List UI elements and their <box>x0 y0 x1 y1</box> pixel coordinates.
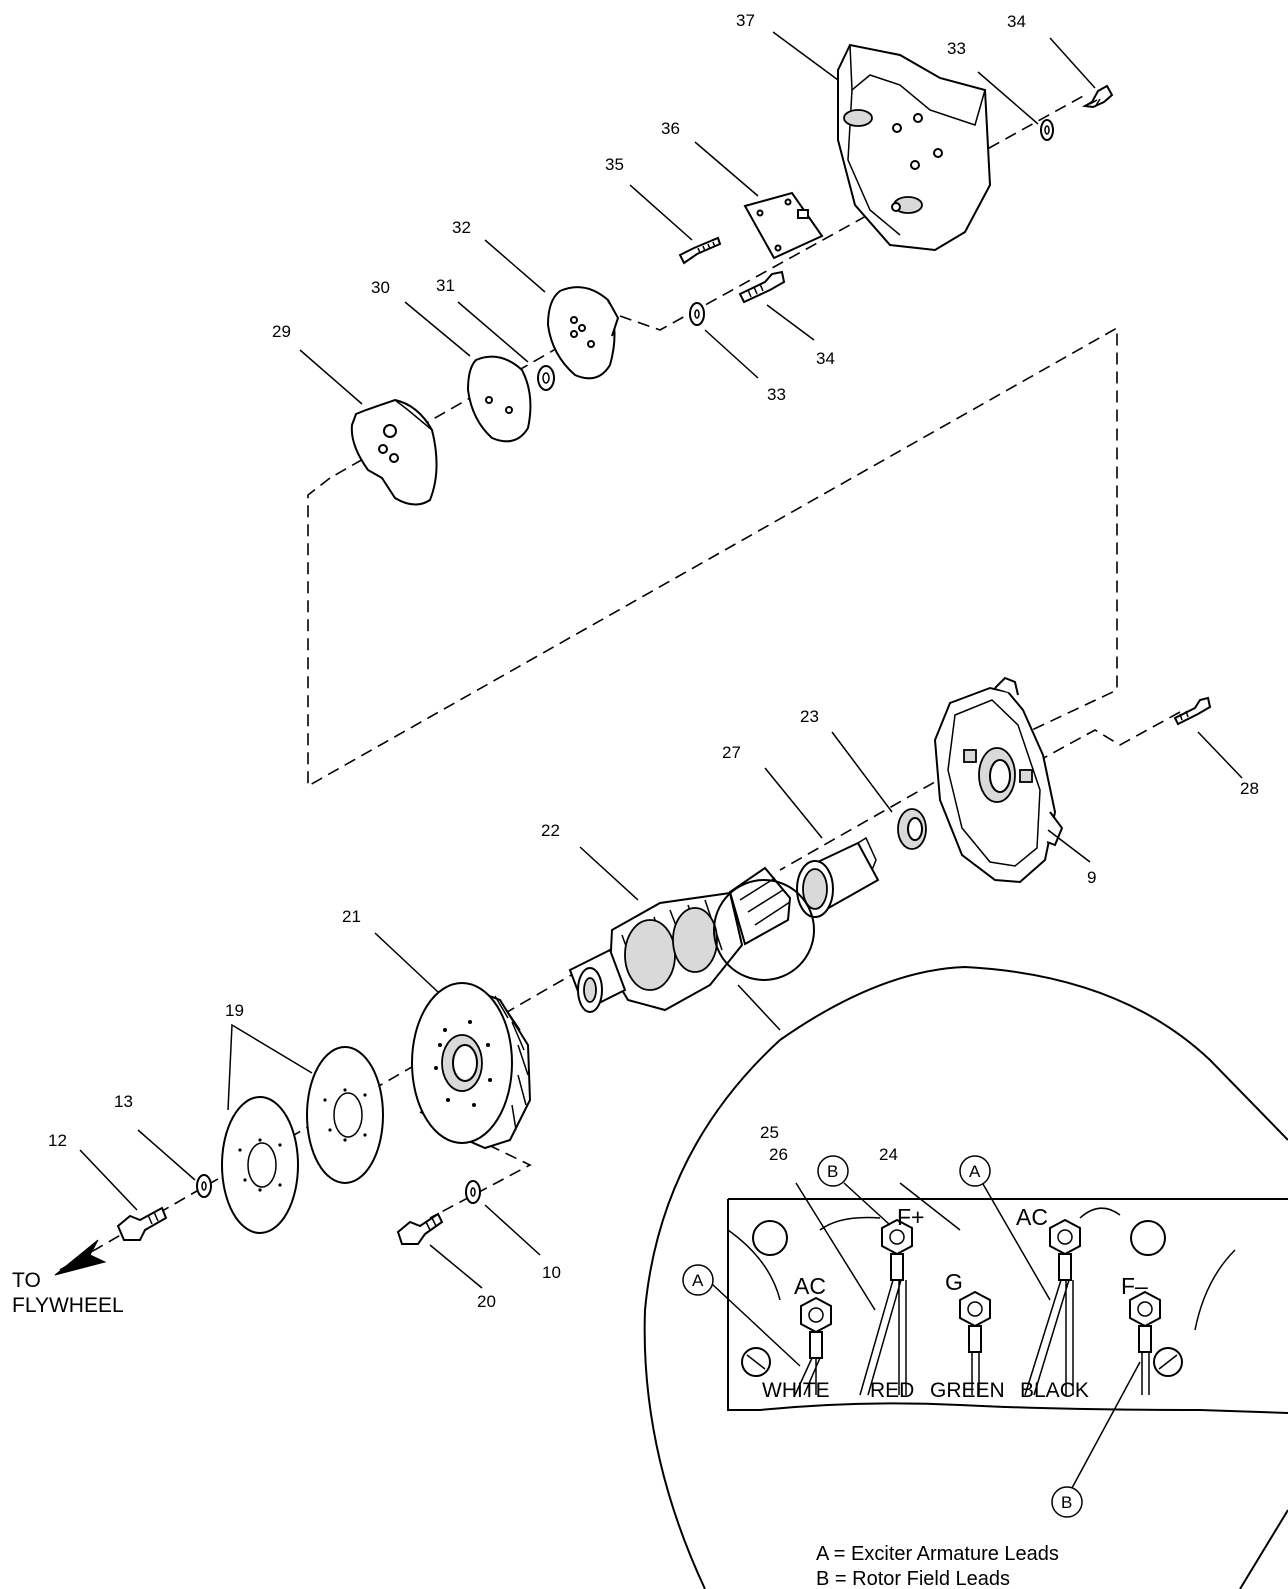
part-10-washer <box>465 1180 481 1204</box>
part-27-exciter-armature <box>796 836 880 918</box>
callout-23: 23 <box>800 707 819 726</box>
legend-a: A = Exciter Armature Leads <box>816 1543 1059 1565</box>
part-21-fan <box>411 982 532 1150</box>
callout-26: 26 <box>769 1145 788 1164</box>
part-32-disc <box>546 286 620 380</box>
wire-red: RED <box>870 1379 914 1402</box>
callout-12: 12 <box>48 1131 67 1150</box>
terminal-f-plus <box>859 1218 913 1396</box>
letter-a-top: A <box>969 1162 981 1181</box>
callout-numbers: 37 33 34 36 35 32 30 31 29 34 33 23 27 2… <box>48 11 1259 1311</box>
part-30-disc <box>466 355 532 443</box>
legend-b: B = Rotor Field Leads <box>816 1568 1010 1589</box>
part-37-end-cover <box>837 43 992 252</box>
callout-21: 21 <box>342 907 361 926</box>
label-ac-left: AC <box>794 1273 826 1299</box>
wire-green: GREEN <box>930 1379 1005 1402</box>
callout-37: 37 <box>736 11 755 30</box>
letter-circle-b-bottom <box>1051 1486 1083 1518</box>
letter-circle-a-top <box>959 1155 991 1187</box>
flywheel-arrow <box>54 1239 107 1276</box>
part-13-washer <box>196 1174 212 1198</box>
callout-22: 22 <box>541 821 560 840</box>
part-9-end-bracket <box>933 676 1064 884</box>
callout-25: 25 <box>760 1123 779 1142</box>
letter-b-top: B <box>827 1162 838 1181</box>
callout-34-mid: 34 <box>816 349 835 368</box>
callout-31: 31 <box>436 276 455 295</box>
detail-labels: AC F+ G AC F– WHITE RED GREEN BLACK A B … <box>692 1162 1148 1589</box>
terminal-f-minus <box>1129 1290 1161 1395</box>
callout-30: 30 <box>371 278 390 297</box>
callout-29: 29 <box>272 322 291 341</box>
terminal-ac-left <box>794 1296 832 1396</box>
part-20-screw <box>396 1212 444 1245</box>
callout-34-top: 34 <box>1007 12 1026 31</box>
part-28-screw <box>1173 696 1212 726</box>
callout-13: 13 <box>114 1092 133 1111</box>
part-19-drive-discs <box>221 1046 384 1234</box>
callout-24: 24 <box>879 1145 898 1164</box>
callout-10: 10 <box>542 1263 561 1282</box>
callout-27: 27 <box>722 743 741 762</box>
terminal-g <box>959 1290 991 1395</box>
callout-28: 28 <box>1240 779 1259 798</box>
part-23-bearing <box>897 808 927 850</box>
direction-label-flywheel: FLYWHEEL <box>12 1294 124 1317</box>
callout-leaders <box>79 31 1243 1289</box>
terminal-board <box>727 1198 1288 1414</box>
part-33-washer-top <box>1040 119 1054 141</box>
part-31-washer <box>537 365 555 391</box>
part-35-screw <box>678 236 722 265</box>
callout-36: 36 <box>661 119 680 138</box>
label-ac-right: AC <box>1016 1204 1048 1230</box>
label-g: G <box>945 1269 963 1295</box>
direction-label-to: TO <box>12 1269 41 1292</box>
part-33-washer-mid <box>689 302 705 326</box>
letter-circle-b-top <box>817 1155 849 1187</box>
part-36-mounting-plate <box>743 191 824 260</box>
callout-35: 35 <box>605 155 624 174</box>
label-f-minus: F– <box>1121 1273 1148 1299</box>
wire-black: BLACK <box>1020 1379 1089 1402</box>
callout-33-top: 33 <box>947 39 966 58</box>
part-12-bolt <box>116 1206 168 1241</box>
letter-b-bottom: B <box>1061 1493 1072 1512</box>
letter-circle-a-left <box>682 1264 714 1296</box>
label-f-plus: F+ <box>897 1204 924 1230</box>
part-29-disc <box>350 398 438 506</box>
callout-20: 20 <box>477 1292 496 1311</box>
terminal-ac-right <box>1024 1218 1081 1396</box>
callout-32: 32 <box>452 218 471 237</box>
part-22-rotor <box>568 866 815 1013</box>
detail-view <box>643 965 1288 1589</box>
part-34-screw-mid <box>738 270 786 304</box>
wire-white: WHITE <box>762 1379 830 1402</box>
callout-33-mid: 33 <box>767 385 786 404</box>
part-34-screw-top <box>1081 84 1114 109</box>
letter-a-left: A <box>692 1271 704 1290</box>
callout-9: 9 <box>1087 868 1096 887</box>
callout-19: 19 <box>225 1001 244 1020</box>
